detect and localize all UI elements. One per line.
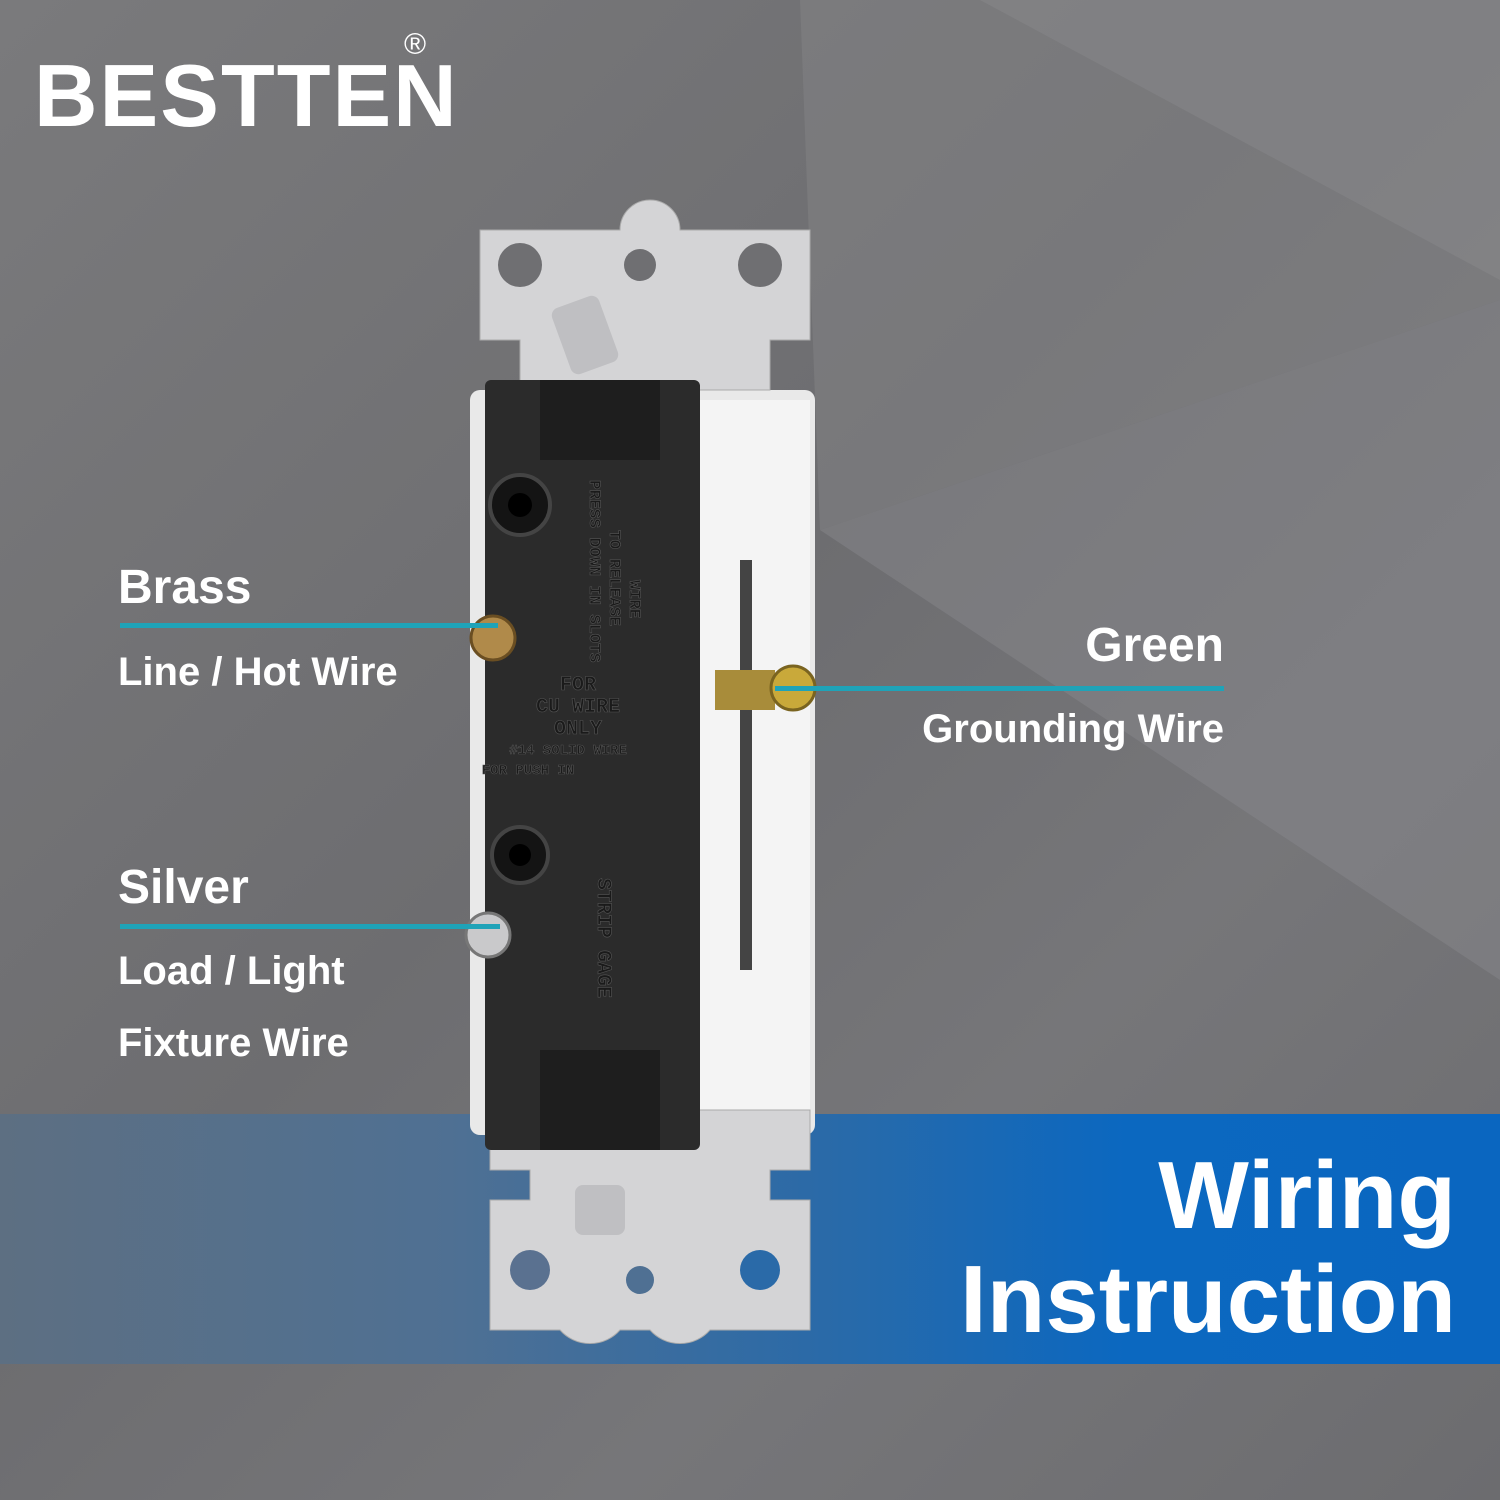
silver-description-2: Fixture Wire [118, 1021, 349, 1065]
marking-release-1: PRESS DOWN IN SLOTS [585, 480, 603, 663]
green-description: Grounding Wire [922, 707, 1224, 751]
brass-label: Brass [118, 561, 252, 614]
brass-description: Line / Hot Wire [118, 650, 398, 694]
green-label: Green [1085, 619, 1224, 672]
banner-title-line2: Instruction [960, 1246, 1456, 1353]
registered-mark: ® [404, 28, 427, 61]
mounting-strap-top [479, 199, 811, 391]
switch-housing [485, 380, 700, 1150]
brass-pointer-line [120, 623, 498, 628]
silver-pointer-line [120, 924, 500, 929]
brand-logo: BESTTEN [34, 46, 459, 145]
green-pointer-line [775, 686, 1224, 691]
marking-cu-2: CU WIRE [536, 696, 620, 719]
banner-title-line1: Wiring [1158, 1142, 1456, 1249]
silver-description-1: Load / Light [118, 949, 345, 993]
marking-cu-3: ONLY [554, 718, 602, 741]
marking-cu-5: FOR PUSH IN [482, 763, 574, 779]
silver-label: Silver [118, 861, 249, 914]
silver-screw [464, 911, 512, 959]
marking-strip-gage: STRIP GAGE [591, 878, 614, 998]
marking-cu-4: #14 SOLID WIRE [509, 743, 627, 759]
marking-release-3: WIRE [625, 580, 643, 618]
marking-release-2: TO RELEASE [605, 530, 623, 626]
mounting-strap-bottom [489, 1109, 811, 1344]
marking-cu-1: FOR [560, 674, 596, 697]
